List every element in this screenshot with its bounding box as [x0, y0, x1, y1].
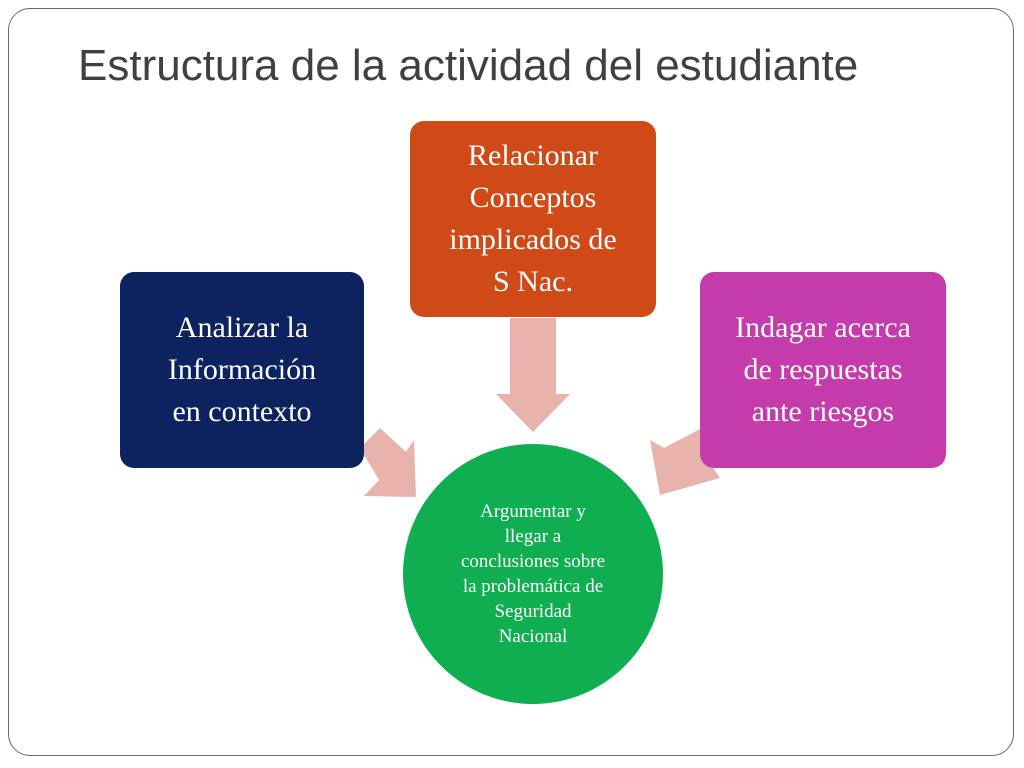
arrow-top-to-center — [496, 318, 570, 432]
node-argumentar-conclusiones: Argumentar y llegar a conclusiones sobre… — [403, 444, 663, 704]
node-analizar-informacion: Analizar la Información en contexto — [120, 272, 364, 468]
slide-title: Estructura de la actividad del estudiant… — [78, 41, 859, 90]
arrow-left-to-center — [360, 428, 416, 497]
node-relacionar-conceptos: Relacionar Conceptos implicados de S Nac… — [410, 121, 656, 317]
node-indagar-respuestas: Indagar acerca de respuestas ante riesgo… — [700, 272, 946, 468]
